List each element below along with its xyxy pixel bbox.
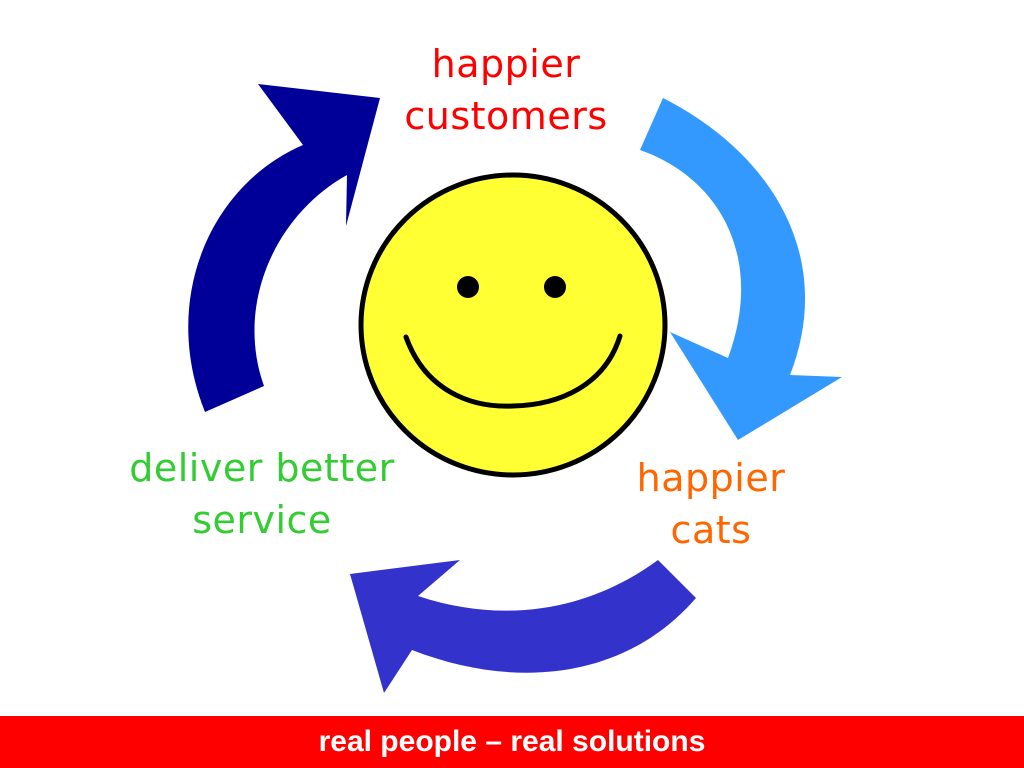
label-customers-line2: customers [404, 94, 608, 138]
cycle-arrow-left-icon [350, 560, 696, 693]
smiley-right-eye [544, 276, 566, 298]
label-happier-cats: happier cats [596, 452, 826, 556]
label-service-line2: service [192, 498, 332, 542]
cycle-diagram [188, 84, 842, 693]
smiley-left-eye [457, 276, 479, 298]
label-service-line1: deliver better [129, 446, 395, 490]
smiley-face-icon [358, 172, 668, 478]
footer-banner: real people – real solutions [0, 716, 1024, 768]
cycle-arrow-up-right-icon [188, 84, 380, 412]
label-customers-line1: happier [431, 42, 581, 86]
footer-tagline: real people – real solutions [318, 725, 706, 758]
label-deliver-better-service: deliver better service [92, 442, 432, 546]
smiley-face-circle [358, 172, 668, 478]
label-cats-line2: cats [670, 508, 752, 552]
smiley-mouth [403, 333, 623, 409]
label-happier-customers: happier customers [376, 38, 636, 142]
cycle-arrow-down-icon [640, 98, 842, 440]
label-cats-line1: happier [636, 456, 786, 500]
